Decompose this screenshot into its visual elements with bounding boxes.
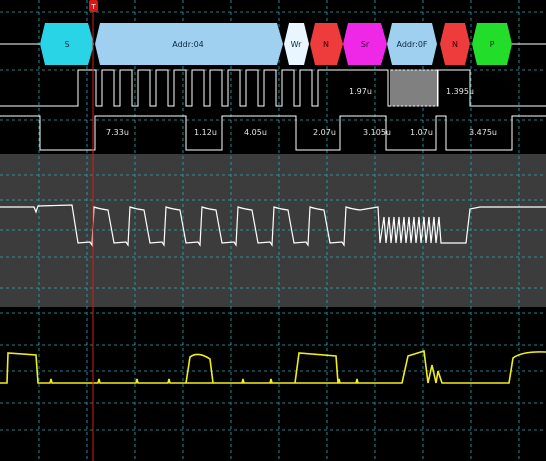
decode-segment-nack-2[interactable]: N	[440, 23, 470, 65]
analog-trace-ch2	[0, 349, 546, 384]
segment-label: S	[64, 40, 69, 49]
segment-label: Sr	[361, 40, 370, 49]
analog-trace-ch1	[0, 204, 546, 247]
pulse-width-label: 1.12u	[194, 128, 217, 137]
digital-trace-sda	[0, 115, 546, 151]
decode-segment-address-0f[interactable]: Addr:0F	[387, 23, 437, 65]
segment-label: N	[323, 40, 329, 49]
decode-bus: S Addr:04 Wr N Sr Addr:0F N P	[0, 23, 546, 65]
decode-segment-write[interactable]: Wr	[284, 23, 309, 65]
decode-segment-start[interactable]: S	[40, 23, 94, 65]
pulse-width-label: 1.395u	[446, 87, 474, 96]
pulse-width-label: 1.07u	[410, 128, 433, 137]
segment-shape	[343, 23, 387, 65]
pulse-width-label: 2.07u	[313, 128, 336, 137]
trigger-marker-label: T	[90, 3, 96, 11]
segment-label: P	[490, 40, 495, 49]
decode-segment-address-04[interactable]: Addr:04	[95, 23, 283, 65]
segment-shape	[95, 23, 283, 65]
segment-shape	[310, 23, 343, 65]
segment-label: Wr	[291, 40, 303, 49]
segment-label: N	[452, 40, 458, 49]
digital-trace-scl	[0, 69, 546, 107]
pulse-width-label: 3.475u	[469, 128, 497, 137]
trigger-cursor[interactable]: T	[89, 0, 98, 461]
decode-segment-stop[interactable]: P	[472, 23, 512, 65]
segment-label: Addr:04	[172, 40, 204, 49]
segment-shape	[284, 23, 309, 65]
pulse-width-label: 1.97u	[349, 87, 372, 96]
decode-segment-nack-1[interactable]: N	[310, 23, 343, 65]
decode-segment-repeated-start[interactable]: Sr	[343, 23, 387, 65]
segment-label: Addr:0F	[396, 40, 427, 49]
pulse-width-label: 7.33u	[106, 128, 129, 137]
pulse-width-label: 4.05u	[244, 128, 267, 137]
trigger-marker-icon[interactable]	[89, 0, 98, 12]
segment-shape	[387, 23, 437, 65]
segment-shape	[472, 23, 512, 65]
pulse-width-label: 3.105u	[363, 128, 391, 137]
segment-shape	[440, 23, 470, 65]
segment-shape	[40, 23, 94, 65]
